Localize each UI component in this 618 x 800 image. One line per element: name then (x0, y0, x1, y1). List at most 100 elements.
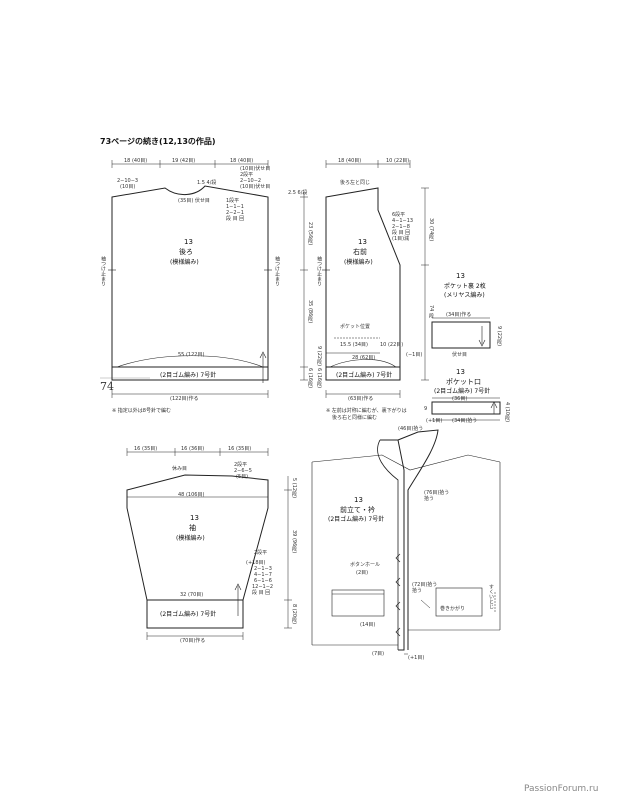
sleeve-top-dim-center: 16 (36目) (181, 446, 205, 452)
back-neck-left-2: (10目) (120, 184, 136, 190)
pocket-edge-left-dim: 9 (424, 406, 428, 412)
sleeve-cast-on: (70目)作る (180, 638, 206, 644)
band-pick-low: (72目)拾う (412, 582, 438, 588)
back-shoulder-1: 1段平 (226, 198, 240, 204)
front-note-1: ※ 左前は対称に編むが、裏下がりは (326, 408, 407, 414)
back-cast-on: (122目)作る (170, 396, 199, 402)
band-outline-inner (397, 429, 439, 650)
back-shoulder-2: 1−1−1 (226, 204, 244, 210)
sleeve-side-6: 段 目 回 (252, 590, 271, 596)
lining-width: (34目)作る (446, 312, 472, 318)
back-shoulder-4: 段 目 回 (226, 216, 245, 222)
sleeve-cap-3: (5目) (236, 474, 249, 480)
sleeve-rest: 休み目 (172, 466, 188, 472)
back-dim-armhole: 23 (56段) (307, 222, 313, 246)
pocket-edge-rect (431, 401, 501, 415)
back-neck-right-1: (10目)伏せ目 (240, 166, 271, 172)
back-neck-right-2: 2段平 (240, 172, 254, 178)
front-top-dim-right: 10 (22目) (386, 158, 410, 164)
front-note-2: 後ろ右と同様に編む (332, 415, 378, 421)
back-hem-stitches: 55 (122目) (178, 352, 205, 358)
front-shoulder-note: 後ろ左と同じ (340, 180, 371, 186)
band-name: 前立て・衿 (340, 506, 375, 514)
pocket-edge-number: 13 (456, 368, 465, 376)
back-neck-left-1: 2−10−3 (117, 178, 139, 184)
front-neck-3: 2−1−8 (392, 224, 410, 230)
sleeve-side-3: 4−1−7 (254, 572, 272, 578)
sleeve-ribbing: (2目ゴム編み) 7号針 (160, 611, 217, 618)
sleeve-dim-body: 39 (96段) (291, 530, 297, 554)
sleeve-name: 袖 (189, 524, 196, 532)
body-neckline (311, 454, 501, 471)
sleeve-side-4: 6−1−6 (254, 578, 272, 584)
lining-height: 9 (22段) (496, 326, 502, 347)
sleeve-top-width: 48 (106目) (178, 492, 205, 498)
band-number: 13 (354, 496, 363, 504)
sleeve-cap-1: 2段平 (234, 462, 248, 468)
front-pocket-width: 15.5 (34目) (340, 342, 368, 348)
sleeve-inc-note: (+18目) (246, 560, 266, 566)
front-side-note: 袖つけ止まり (316, 256, 322, 286)
front-dim-rib: 6 (16段) (316, 368, 322, 389)
page-number: 74 (100, 380, 114, 393)
back-dim-rib: 6 (16段) (307, 368, 313, 389)
back-top-dim-left: 18 (40目) (124, 158, 148, 164)
back-note: ※ 指定以外は8号針で編む (112, 408, 171, 414)
pocket-edge-plus: (+1目) (426, 418, 443, 424)
pocket-edge-width: (36目) (452, 396, 468, 402)
front-dim-neck: 30 (74段) (428, 218, 434, 242)
back-dim-body: 35 (86段) (307, 300, 313, 324)
back-side-note-left: 袖つけ止まり (100, 256, 106, 286)
front-number: 13 (358, 238, 367, 246)
back-dim-shoulder: 2.5 6/段 (288, 190, 308, 196)
front-pocket-pos: ポケット位置 (340, 324, 371, 330)
sleeve-top-dim-left: 16 (35目) (134, 446, 158, 452)
front-dim-pocket-height: 9 (22段) (316, 346, 322, 367)
lining-number: 13 (456, 272, 465, 280)
lining-name: ポケット裏 2枚 (444, 283, 486, 290)
pocket-lining-rect (431, 321, 491, 349)
front-ribbing: (2目ゴム編み) 7号針 (336, 372, 393, 379)
watermark: PassionForum.ru (524, 784, 599, 794)
pocket-edge-pick: (34目)拾う (452, 418, 478, 424)
back-shoulder-3: 2−2−1 (226, 210, 244, 216)
band-outline-outer (380, 439, 405, 651)
front-inc-note: (−1目) (406, 352, 423, 358)
sleeve-side-5: 12−1−2 (252, 584, 274, 590)
front-cast-on: (63目)作る (348, 396, 374, 402)
sleeve-stitch: (模様編み) (176, 535, 205, 542)
back-center-bind: (35目) 伏せ目 (178, 198, 210, 204)
band-sew-note: 巻きかがり (440, 606, 466, 612)
page-title: 73ページの続き(12,13の作品) (100, 137, 216, 146)
sleeve-cap-2: 2−6−5 (234, 468, 252, 474)
front-neck-5: (1目)減 (392, 236, 410, 242)
sleeve-number: 13 (190, 514, 199, 522)
pocket-edge-name: ポケット口 (446, 378, 481, 386)
lining-bind: 伏せ目 (452, 352, 468, 358)
back-top-dim-center: 19 (42目) (172, 158, 196, 164)
back-neck-depth: 1.5 4/段 (197, 180, 217, 186)
sleeve-cuff-stitches: 32 (70目) (180, 592, 204, 598)
back-name: 後ろ (179, 248, 193, 256)
band-pick-top: (46目)拾う (398, 426, 424, 432)
front-name: 右前 (353, 248, 367, 256)
front-stitch: (模様編み) (344, 259, 373, 266)
pocket-edge-stitch: (2目ゴム編み) 7号針 (434, 388, 491, 395)
band-buttonhole-count: (2目) (356, 570, 369, 576)
right-front-outline (325, 187, 401, 381)
right-pocket (435, 587, 483, 617)
front-neck-1: 6段平 (392, 212, 406, 218)
front-top-dim-left: 18 (40目) (338, 158, 362, 164)
back-outline (111, 185, 269, 381)
back-ribbing: (2目ゴム編み) 7号針 (160, 372, 217, 379)
sleeve-dim-cuff: 8 (20段) (291, 604, 297, 625)
front-neck-2: 4−1−13 (392, 218, 414, 224)
back-number: 13 (184, 238, 193, 246)
sleeve-dim-cap: 5 (12段) (291, 478, 297, 499)
back-hem-curve (116, 355, 264, 368)
band-edge-note: すくいとじ (488, 584, 494, 609)
band-plus: (+1目) (408, 655, 425, 661)
band-pick-low-2: 拾う (412, 588, 423, 594)
